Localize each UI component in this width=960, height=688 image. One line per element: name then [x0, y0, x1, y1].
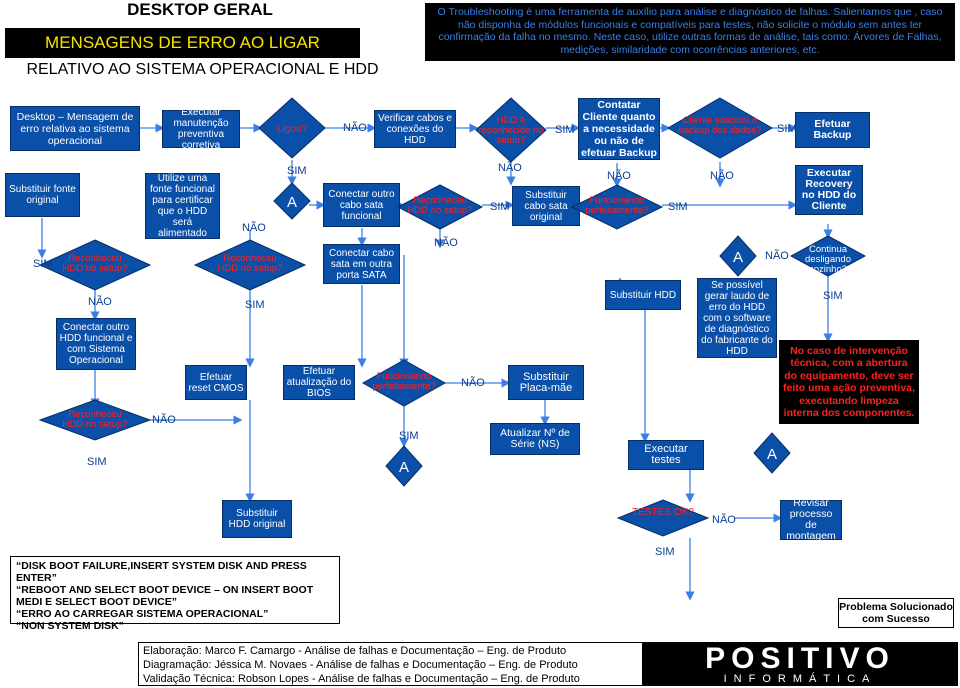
decision-rec2-text: Reconheceu HDD no setup? [217, 253, 283, 274]
connect-cable-box: Conectar outro cabo sata funcional [323, 183, 400, 227]
replace-hdd-box: Substituir HDD [605, 280, 681, 310]
replace-font-box: Substituir fonte original [5, 173, 80, 217]
connector-a-2 [385, 445, 423, 487]
logo-name: POSITIVO [705, 642, 895, 675]
start-box: Desktop – Mensagem de erro relativa ao s… [10, 106, 140, 151]
decision-rec3 [396, 184, 484, 230]
connector-a-1 [273, 182, 311, 220]
connector-a-3 [719, 235, 757, 277]
label-nao: NÃO [242, 222, 266, 234]
decision-func1 [570, 184, 664, 230]
intervention-warning: No caso de intervenção técnica, com a ab… [779, 340, 919, 424]
decision-rec4-text: Reconheceu HDD no setup? [62, 409, 128, 430]
backup-box: Efetuar Backup [795, 112, 870, 148]
recovery-box: Executar Recovery no HDD do Cliente [795, 165, 863, 215]
review-assembly-box: Revisar processo de montagem [780, 498, 842, 542]
label-nao: NÃO [152, 414, 176, 426]
label-nao: NÃO [343, 122, 367, 134]
label-nao: NÃO [434, 237, 458, 249]
label-sim: SIM [87, 456, 107, 468]
use-font-box: Utilize uma fonte funcional para certifi… [145, 173, 220, 239]
decision-tests [616, 499, 710, 537]
label-nao: NÃO [712, 514, 736, 526]
decision-hdd-recognized-text: HDD é reconhecido no setup? [478, 115, 544, 146]
label-sim: SIM [668, 201, 688, 213]
troubleshooting-note: O Troubleshooting é uma ferramenta de au… [425, 3, 955, 61]
page-title: DESKTOP GERAL [127, 0, 273, 19]
decision-shutdown [789, 235, 867, 277]
decision-rec2 [193, 239, 307, 291]
connector-a-label: A [733, 249, 743, 266]
error-message: “ERRO AO CARREGAR SISTEMA OPERACIONAL” [16, 608, 269, 620]
other-hdd-box: Conectar outro HDD funcional e com Siste… [56, 318, 136, 370]
run-tests-box: Executar testes [628, 440, 704, 470]
connector-a-label: A [767, 446, 777, 463]
label-sim: SIM [655, 546, 675, 558]
decision-func2 [361, 359, 447, 407]
decision-rec4 [38, 399, 152, 441]
label-sim: SIM [33, 258, 53, 270]
credit-line: Validação Técnica: Robson Lopes - Anális… [143, 673, 580, 685]
verify-cables-box: Verificar cabos e conexões do HDD [374, 110, 456, 148]
credit-line: Elaboração: Marco F. Camargo - Análise d… [143, 645, 567, 657]
label-nao: NÃO [710, 170, 734, 182]
label-sim: SIM [777, 123, 797, 135]
decision-tests-label-line: TESTES OK? [632, 507, 694, 518]
label-nao: NÃO [607, 170, 631, 182]
connector-a-label: A [287, 194, 297, 211]
logo-tagline: INFORMÁTICA [723, 673, 877, 685]
error-messages-list: “DISK BOOT FAILURE,INSERT SYSTEM DISK AN… [10, 556, 340, 632]
decision-func2-text: Funcionando perfeitamente? [372, 371, 436, 392]
decision-rec1-text: Reconheceu HDD no setup? [62, 253, 128, 274]
decision-rec3-text: Reconheceu HDD no setup? [407, 195, 473, 216]
error-message: “REBOOT AND SELECT BOOT DEVICE – ON INSE… [16, 584, 314, 608]
connector-a-label: A [399, 459, 409, 476]
label-nao: NÃO [88, 296, 112, 308]
replace-sata-box: Substituir cabo sata original [512, 186, 580, 226]
credit-line: Diagramação: Jéssica M. Novaes - Análise… [143, 659, 578, 671]
decision-client-backup [666, 97, 774, 159]
reset-cmos-box: Efetuar reset CMOS [185, 365, 247, 400]
label-sim: SIM [399, 430, 419, 442]
replace-original-hdd-box: Substituir HDD original [222, 500, 292, 538]
connector-a-4 [753, 432, 791, 474]
label-sim: SIM [555, 124, 575, 136]
replace-board-box: Substituir Placa-mãe [508, 365, 584, 400]
decision-rec1 [38, 239, 152, 291]
error-banner: MENSAGENS DE ERRO AO LIGAR [5, 28, 360, 58]
label-nao: NÃO [765, 250, 789, 262]
label-sim: SIM [287, 165, 307, 177]
decision-ligou [258, 97, 326, 159]
decision-client-backup-text: Cliente solicitou o backup dos dados? [678, 115, 762, 136]
serial-box: Atualizar Nº de Série (NS) [490, 423, 580, 455]
label-nao: NÃO [461, 377, 485, 389]
contact-client-box: Contatar Cliente quanto a necessidade ou… [578, 98, 660, 160]
problem-solved-box: Problema Solucionado com Sucesso [838, 598, 954, 628]
report-box: Se possível gerar laudo de erro do HDD c… [697, 278, 777, 358]
decision-ligou-label: Ligou? [277, 124, 307, 135]
update-bios-box: Efetuar atualização do BIOS [283, 365, 355, 400]
sata-port-box: Conectar cabo sata em outra porta SATA [323, 244, 400, 284]
error-message: “NON SYSTEM DISK” [16, 620, 124, 632]
positivo-logo: POSITIVO INFORMÁTICA [642, 642, 958, 686]
label-nao: NÃO [498, 162, 522, 174]
decision-func1-text: Funcionando perfeitamente? [585, 195, 649, 216]
label-sim: SIM [490, 201, 510, 213]
label-sim: SIM [245, 299, 265, 311]
decision-hdd-recognized [475, 97, 547, 163]
page-subtitle: RELATIVO AO SISTEMA OPERACIONAL E HDD [26, 61, 379, 78]
decision-shutdown-text: Continua desligando sozinho? [805, 244, 851, 275]
credits-footer: Elaboração: Marco F. Camargo - Análise d… [138, 642, 658, 686]
label-sim: SIM [823, 290, 843, 302]
maintenance-box: Executar manutenção preventiva corretiva [162, 107, 240, 151]
error-message: “DISK BOOT FAILURE,INSERT SYSTEM DISK AN… [16, 560, 307, 584]
